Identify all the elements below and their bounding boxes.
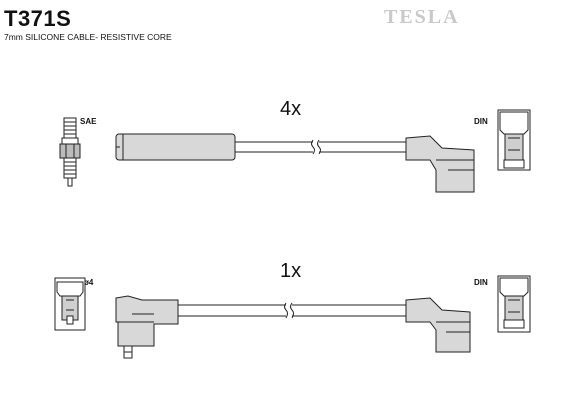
brand-logo: TESLA (384, 6, 460, 28)
quantity-label-set-1: 4x (280, 98, 302, 120)
terminal-label-din-bottom: DIN (474, 278, 488, 287)
din-terminal-icon (497, 275, 531, 333)
terminal-label-phi4: ø4 (84, 278, 94, 287)
cable-segment (178, 302, 406, 319)
phi4-terminal-icon (54, 277, 86, 331)
cable-description: 7mm SILICONE CABLE- RESISTIVE CORE (4, 32, 172, 42)
part-code: T371S (4, 6, 72, 31)
terminal-label-din-top: DIN (474, 117, 488, 126)
angled-boot-right-icon (405, 297, 471, 353)
straight-boot-icon (115, 133, 236, 161)
angled-boot-icon (405, 135, 475, 193)
quantity-label-set-2: 1x (280, 260, 302, 282)
angled-boot-left-icon (115, 295, 179, 359)
terminal-label-sae: SAE (80, 117, 97, 126)
cable-segment (235, 139, 406, 155)
spark-plug-icon (59, 117, 81, 187)
din-terminal-icon (497, 109, 531, 171)
